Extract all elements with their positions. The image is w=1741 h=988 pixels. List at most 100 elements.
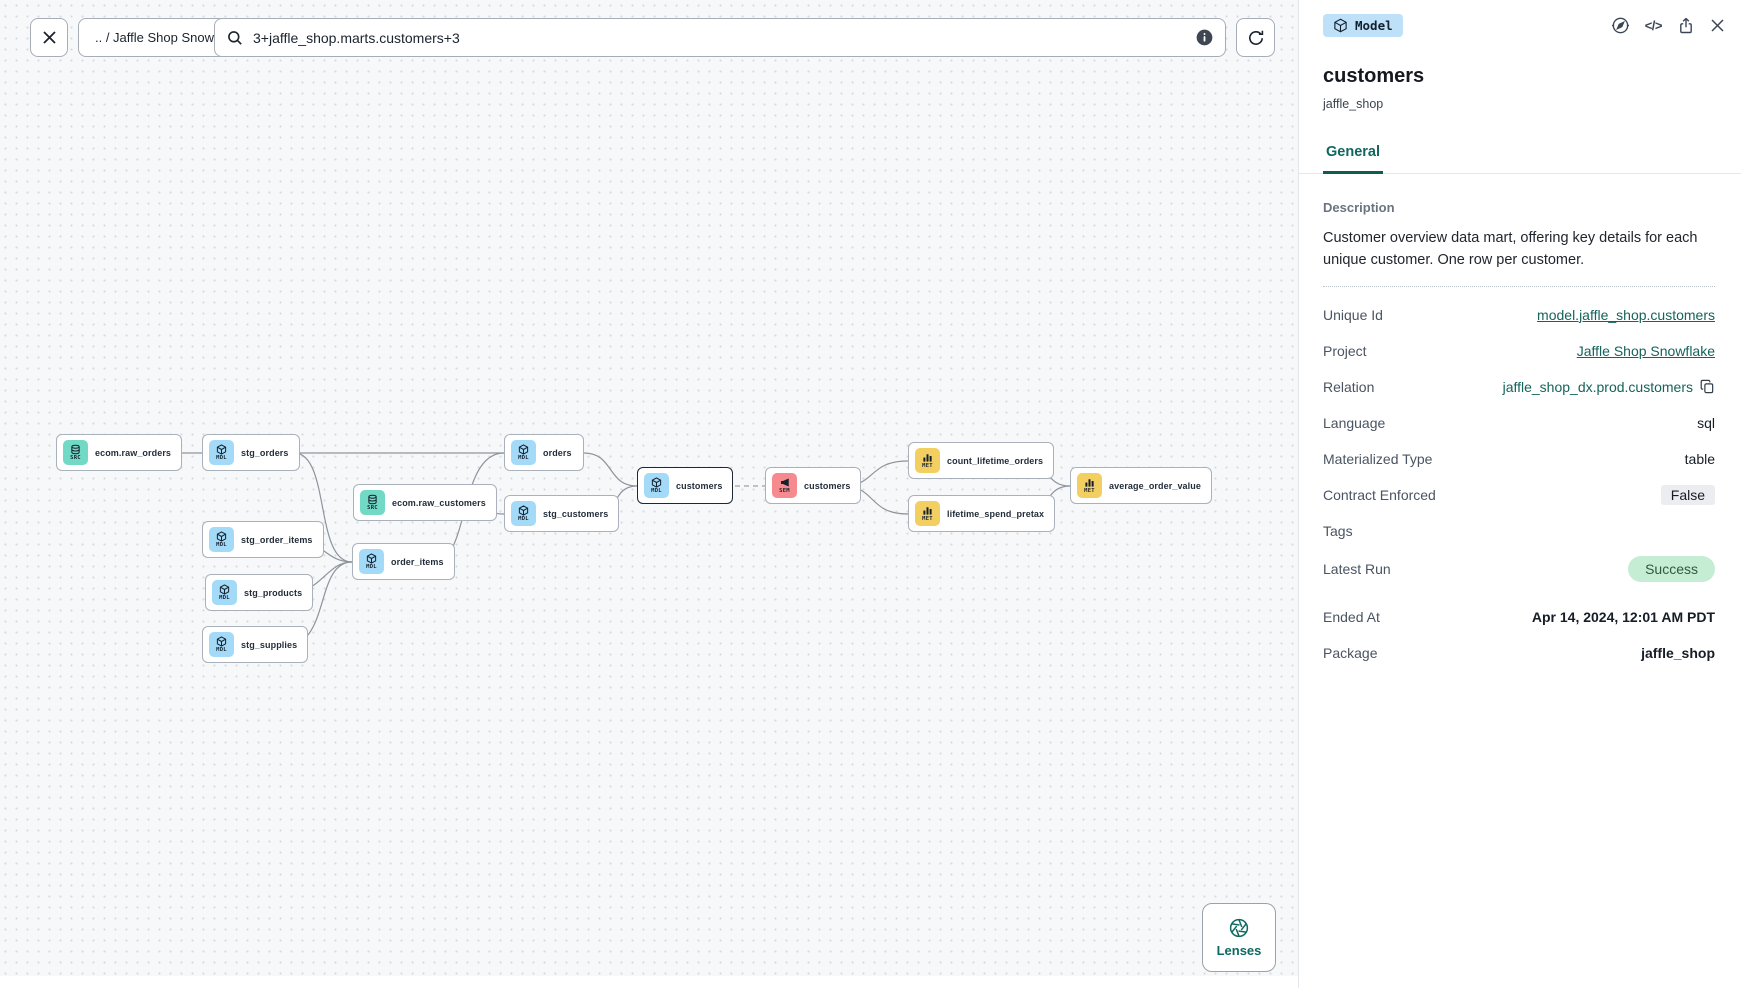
node-label: ecom.raw_customers bbox=[392, 497, 486, 508]
field-row-package: Package jaffle_shop bbox=[1323, 642, 1715, 663]
selector-info-icon[interactable] bbox=[1196, 29, 1213, 46]
node-label: stg_supplies bbox=[241, 639, 298, 650]
model-node-icon: MDL bbox=[511, 440, 536, 465]
share-button[interactable] bbox=[1677, 17, 1695, 35]
view-code-button[interactable]: </> bbox=[1644, 18, 1663, 33]
divider bbox=[1323, 286, 1715, 287]
close-lineage-button[interactable] bbox=[30, 18, 68, 57]
node-kind-label: MET bbox=[922, 462, 933, 469]
lenses-aperture-icon bbox=[1229, 918, 1249, 938]
node-label: customers bbox=[804, 480, 851, 491]
field-row-relation: Relation jaffle_shop_dx.prod.customers bbox=[1323, 376, 1715, 397]
field-row-language: Language sql bbox=[1323, 412, 1715, 433]
model-node-icon: MDL bbox=[359, 549, 384, 574]
node-label: average_order_value bbox=[1109, 480, 1201, 491]
page-title: customers bbox=[1323, 65, 1425, 87]
graph-node-stg-supplies[interactable]: MDL stg_supplies bbox=[202, 626, 309, 663]
node-label: stg_customers bbox=[543, 508, 609, 519]
share-icon bbox=[1680, 17, 1692, 33]
tab-general[interactable]: General bbox=[1323, 144, 1383, 174]
search-input[interactable]: 3+jaffle_shop.marts.customers+3 bbox=[253, 29, 460, 46]
lineage-canvas[interactable]: .. / Jaffle Shop Snowflake 3+jaffle_shop… bbox=[0, 0, 1299, 988]
node-kind-label: SRC bbox=[367, 504, 378, 511]
copy-relation-button[interactable] bbox=[1700, 379, 1715, 394]
node-kind-label: MET bbox=[922, 515, 933, 522]
graph-node-stg-order-items[interactable]: MDL stg_order_items bbox=[202, 521, 324, 558]
lenses-button[interactable]: Lenses bbox=[1202, 903, 1276, 972]
model-node-icon: MDL bbox=[209, 440, 234, 465]
contract-enforced-badge: False bbox=[1660, 484, 1715, 505]
graph-node-orders[interactable]: MDL orders bbox=[504, 434, 584, 471]
metric-node-icon: MET bbox=[915, 501, 940, 526]
node-kind-label: MET bbox=[1084, 487, 1095, 494]
project-link[interactable]: Jaffle Shop Snowflake bbox=[1576, 342, 1715, 359]
graph-node-stg-orders[interactable]: MDL stg_orders bbox=[202, 434, 300, 471]
field-row-contract-enforced: Contract Enforced False bbox=[1323, 484, 1715, 505]
graph-node-ecom-raw-orders[interactable]: SRC ecom.raw_orders bbox=[56, 434, 183, 471]
graph-node-customers-selected[interactable]: MDL customers bbox=[637, 467, 734, 504]
resource-type-badge: Model bbox=[1323, 14, 1403, 37]
model-node-icon: MDL bbox=[212, 580, 237, 605]
field-label: Package bbox=[1323, 644, 1378, 661]
breadcrumb-label: .. / Jaffle Shop Snowflake bbox=[95, 30, 242, 45]
node-label: customers bbox=[676, 480, 723, 491]
node-label: stg_products bbox=[244, 587, 303, 598]
graph-node-count-lifetime-orders[interactable]: MET count_lifetime_orders bbox=[908, 442, 1055, 479]
field-label: Unique Id bbox=[1323, 306, 1383, 323]
node-label: order_items bbox=[391, 556, 444, 567]
close-icon bbox=[1711, 19, 1724, 32]
code-icon: </> bbox=[1644, 18, 1663, 33]
node-kind-label: MDL bbox=[651, 487, 662, 494]
node-label: lifetime_spend_pretax bbox=[947, 508, 1045, 519]
field-label: Tags bbox=[1323, 522, 1353, 539]
metric-node-icon: MET bbox=[1077, 473, 1102, 498]
field-row-unique-id: Unique Id model.jaffle_shop.customers bbox=[1323, 304, 1715, 325]
language-value: sql bbox=[1697, 414, 1715, 431]
details-panel: Model </> customers jaffle_shop General … bbox=[1298, 0, 1741, 988]
description-text: Customer overview data mart, offering ke… bbox=[1323, 230, 1698, 268]
field-row-latest-run: Latest Run Success bbox=[1323, 556, 1715, 582]
explore-lineage-button[interactable] bbox=[1611, 16, 1630, 35]
node-kind-label: MDL bbox=[518, 515, 529, 522]
package-subtitle: jaffle_shop bbox=[1323, 97, 1384, 111]
resource-type-label: Model bbox=[1355, 18, 1393, 33]
node-label: orders bbox=[543, 447, 572, 458]
node-kind-label: MDL bbox=[518, 454, 529, 461]
graph-node-customers-semantic[interactable]: SEM customers bbox=[765, 467, 862, 504]
graph-node-average-order-value[interactable]: MET average_order_value bbox=[1070, 467, 1212, 504]
graph-node-ecom-raw-customers[interactable]: SRC ecom.raw_customers bbox=[353, 484, 497, 521]
close-panel-button[interactable] bbox=[1710, 18, 1725, 33]
materialized-type-value: table bbox=[1684, 450, 1715, 467]
lenses-label: Lenses bbox=[1216, 943, 1262, 958]
field-row-materialized-type: Materialized Type table bbox=[1323, 448, 1715, 469]
node-label: stg_order_items bbox=[241, 534, 313, 545]
node-kind-label: MDL bbox=[216, 541, 227, 548]
model-node-icon: MDL bbox=[644, 473, 669, 498]
field-label: Contract Enforced bbox=[1323, 486, 1436, 503]
node-kind-label: SEM bbox=[779, 487, 790, 494]
model-cube-icon bbox=[1334, 18, 1347, 33]
unique-id-link[interactable]: model.jaffle_shop.customers bbox=[1537, 306, 1715, 323]
ended-at-value: Apr 14, 2024, 12:01 AM PDT bbox=[1531, 608, 1715, 625]
lineage-search[interactable]: 3+jaffle_shop.marts.customers+3 bbox=[214, 18, 1226, 57]
node-kind-label: MDL bbox=[219, 594, 230, 601]
semantic-model-node-icon: SEM bbox=[772, 473, 797, 498]
close-icon bbox=[42, 31, 56, 44]
field-label: Latest Run bbox=[1323, 561, 1391, 577]
graph-node-stg-products[interactable]: MDL stg_products bbox=[205, 574, 314, 611]
panel-tabs: General bbox=[1299, 144, 1741, 174]
graph-node-lifetime-spend-pretax[interactable]: MET lifetime_spend_pretax bbox=[908, 495, 1056, 532]
node-kind-label: SRC bbox=[70, 454, 81, 461]
graph-node-order-items[interactable]: MDL order_items bbox=[352, 543, 455, 580]
field-label: Language bbox=[1323, 414, 1386, 431]
description-section-label: Description bbox=[1323, 200, 1395, 215]
status-badge: Success bbox=[1628, 556, 1715, 582]
field-label: Project bbox=[1323, 342, 1367, 359]
graph-node-stg-customers[interactable]: MDL stg_customers bbox=[504, 495, 620, 532]
field-row-project: Project Jaffle Shop Snowflake bbox=[1323, 340, 1715, 361]
node-kind-label: MDL bbox=[366, 563, 377, 570]
search-icon bbox=[228, 30, 242, 45]
source-node-icon: SRC bbox=[360, 490, 385, 515]
refresh-lineage-button[interactable] bbox=[1236, 18, 1275, 57]
node-kind-label: MDL bbox=[216, 454, 227, 461]
